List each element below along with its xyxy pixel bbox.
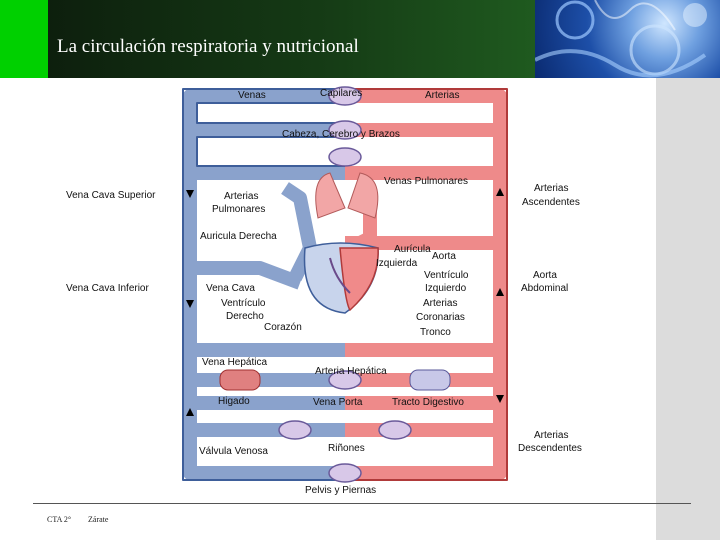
label-ventriculo-izquierdo-1: Ventrículo (424, 270, 469, 281)
label-arterias-coronarias-1: Arterias (423, 298, 457, 309)
label-vena-cava: Vena Cava (206, 283, 255, 294)
circulation-diagram: Venas Capilares Arterias Cabeza, Cerebro… (0, 78, 656, 503)
label-valvula-venosa: Válvula Venosa (199, 446, 268, 457)
label-venas-pulmonares: Venas Pulmonares (384, 176, 468, 187)
right-margin-strip (656, 78, 720, 540)
label-vena-cava-inferior: Vena Cava Inferior (66, 283, 149, 294)
label-arterias: Arterias (425, 90, 459, 101)
label-arterias-ascendentes-2: Ascendentes (522, 197, 580, 208)
footer-author: Zárate (88, 515, 109, 524)
label-venas: Venas (238, 90, 266, 101)
venous-vessels (183, 89, 345, 480)
label-auricula-izquierda-2: Izquierda (376, 258, 418, 269)
label-auricula-derecha: Auricula Derecha (200, 231, 277, 242)
header-image (535, 0, 720, 78)
label-arteria-hepatica: Arteria Hepática (315, 366, 387, 377)
label-rinones: Riñones (328, 443, 365, 454)
label-vena-cava-superior: Vena Cava Superior (66, 190, 156, 201)
accent-bar (0, 0, 48, 78)
label-arterias-ascendentes-1: Arterias (534, 183, 568, 194)
footer-divider (33, 503, 691, 504)
label-tronco: Tronco (420, 327, 451, 338)
cell-art (535, 0, 707, 78)
label-higado: Higado (218, 396, 250, 407)
label-arterias-pulmonares-2: Pulmonares (212, 204, 265, 215)
arterial-vessels (338, 89, 507, 480)
label-vena-hepatica: Vena Hepática (202, 357, 267, 368)
label-arterias-descendentes-2: Descendentes (518, 443, 582, 454)
digestive-tract (409, 369, 451, 391)
label-auricula-izquierda-1: Aurícula (394, 244, 431, 255)
liver (219, 369, 261, 391)
label-capilares: Capilares (320, 88, 362, 99)
label-aorta-abdominal-1: Aorta (533, 270, 557, 281)
label-corazon: Corazón (264, 322, 302, 333)
flow-arrows (186, 188, 504, 416)
label-arterias-descendentes-1: Arterias (534, 430, 568, 441)
slide-title: La circulación respiratoria y nutriciona… (57, 36, 359, 57)
lungs (315, 172, 379, 219)
label-ventriculo-derecho-2: Derecho (226, 311, 264, 322)
label-ventriculo-izquierdo-2: Izquierdo (425, 283, 467, 294)
label-tracto-digestivo: Tracto Digestivo (392, 397, 464, 408)
label-vena-porta: Vena Porta (313, 397, 363, 408)
circulation-svg: Venas Capilares Arterias Cabeza, Cerebro… (66, 86, 582, 496)
label-ventriculo-derecho-1: Ventrículo (221, 298, 266, 309)
footer-course: CTA 2° (47, 515, 72, 524)
title-bar (48, 0, 535, 78)
heart (303, 242, 379, 314)
label-aorta-abdominal-2: Abdominal (521, 283, 568, 294)
label-arterias-coronarias-2: Coronarias (416, 312, 465, 323)
label-cabeza: Cabeza, Cerebro y Brazos (282, 129, 400, 140)
label-aorta: Aorta (432, 251, 456, 262)
label-arterias-pulmonares-1: Arterias (224, 191, 258, 202)
label-pelvis: Pelvis y Piernas (305, 485, 376, 496)
